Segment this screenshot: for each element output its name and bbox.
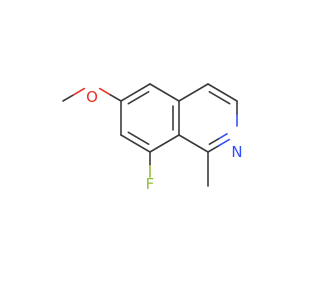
bond	[120, 134, 151, 153]
bond	[207, 144, 220, 153]
bond	[178, 83, 209, 102]
bond	[217, 138, 231, 147]
bond	[217, 133, 228, 140]
bond	[178, 134, 209, 153]
bond	[208, 138, 220, 146]
oxygen-label: O	[86, 88, 98, 106]
molecule-structure: O N F	[62, 83, 243, 193]
bond	[72, 87, 86, 96]
bond	[149, 83, 180, 102]
bond	[62, 93, 75, 102]
bond	[208, 90, 231, 105]
bond	[127, 131, 150, 146]
bond	[98, 87, 112, 96]
bond	[149, 134, 180, 153]
bond	[120, 83, 151, 102]
bond	[127, 90, 150, 105]
fluorine-label: F	[146, 175, 155, 193]
nitrogen-label: N	[231, 143, 242, 161]
bond	[207, 83, 238, 102]
bond	[109, 93, 122, 102]
